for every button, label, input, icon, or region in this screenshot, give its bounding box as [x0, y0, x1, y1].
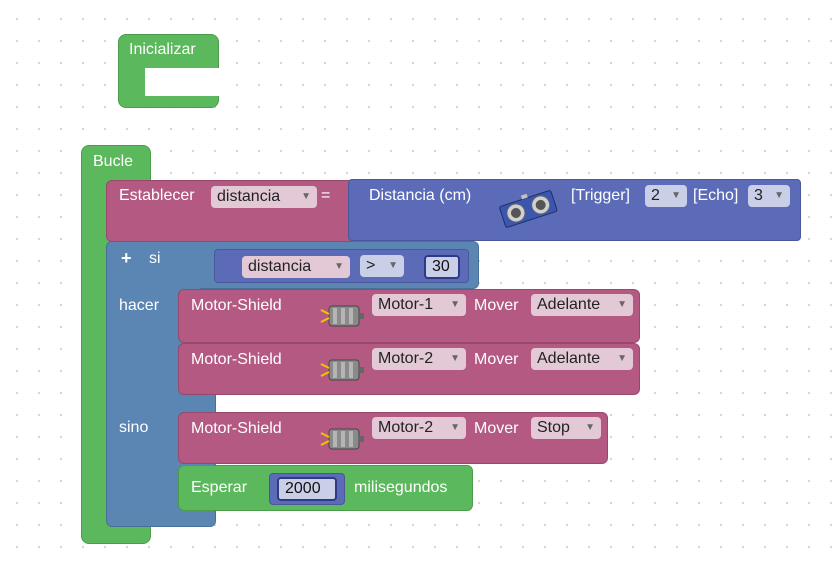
if-plus-icon[interactable]: + — [121, 248, 132, 268]
dropdown-arrow-icon: ▼ — [301, 191, 311, 202]
dc-motor-icon — [320, 305, 364, 327]
compare-variable-dropdown[interactable]: distancia ▼ — [242, 256, 350, 278]
move-label: Mover — [474, 297, 519, 314]
wait-unit-label: milisegundos — [354, 479, 448, 496]
if-si-label: si — [149, 250, 161, 267]
echo-pin-dropdown[interactable]: 3 ▼ — [748, 185, 790, 207]
dropdown-arrow-icon: ▼ — [617, 353, 627, 364]
distance-sensor-block[interactable]: Distancia (cm) [Trigger] 2 ▼ [Echo] 3 ▼ — [348, 179, 801, 241]
motor-block[interactable]: Motor-Shield Motor-2 ▼ Mover Stop ▼ — [178, 412, 608, 464]
compare-operator-text: > — [366, 257, 376, 274]
loop-label: Bucle — [93, 153, 134, 170]
move-label: Mover — [474, 351, 519, 368]
init-label: Inicializar — [129, 41, 196, 58]
echo-label: [Echo] — [693, 187, 739, 204]
motor-select-text: Motor-2 — [378, 419, 434, 436]
set-equals-label: = — [321, 187, 331, 204]
dropdown-arrow-icon: ▼ — [774, 190, 784, 201]
direction-text: Stop — [537, 419, 570, 436]
dropdown-arrow-icon: ▼ — [334, 261, 344, 272]
direction-dropdown[interactable]: Stop ▼ — [531, 417, 601, 439]
wait-value-socket: 2000 — [269, 473, 345, 505]
motor-block[interactable]: Motor-Shield Motor-2 ▼ Mover Adelante ▼ — [178, 343, 640, 395]
init-statement-slot[interactable] — [145, 68, 221, 96]
direction-text: Adelante — [537, 296, 601, 313]
if-sino-label: sino — [119, 419, 149, 436]
dropdown-arrow-icon: ▼ — [450, 353, 460, 364]
if-hacer-label: hacer — [119, 297, 160, 314]
motor-select-text: Motor-1 — [378, 296, 434, 313]
motor-shield-label: Motor-Shield — [191, 351, 282, 368]
trigger-pin-text: 2 — [651, 187, 660, 204]
dropdown-arrow-icon: ▼ — [585, 422, 595, 433]
compare-operator-dropdown[interactable]: > ▼ — [360, 255, 404, 277]
motor-shield-label: Motor-Shield — [191, 420, 282, 437]
motor-shield-label: Motor-Shield — [191, 297, 282, 314]
echo-pin-text: 3 — [754, 187, 763, 204]
wait-value-field[interactable]: 2000 — [277, 477, 337, 501]
direction-text: Adelante — [537, 350, 601, 367]
trigger-pin-dropdown[interactable]: 2 ▼ — [645, 185, 687, 207]
set-variable-text: distancia — [217, 188, 281, 205]
trigger-label: [Trigger] — [571, 187, 630, 204]
motor-block[interactable]: Motor-Shield Motor-1 ▼ Mover Adelante ▼ — [178, 289, 640, 343]
set-variable-block[interactable]: Establecer distancia ▼ = — [106, 180, 356, 242]
motor-select-text: Motor-2 — [378, 350, 434, 367]
wait-label: Esperar — [191, 479, 248, 496]
dropdown-arrow-icon: ▼ — [450, 422, 460, 433]
compare-block[interactable]: distancia ▼ > ▼ 30 — [214, 249, 469, 283]
dc-motor-icon — [320, 359, 364, 381]
ultrasonic-sensor-icon — [499, 190, 558, 228]
dc-motor-icon — [320, 428, 364, 450]
set-label: Establecer — [119, 187, 195, 204]
dropdown-arrow-icon: ▼ — [450, 299, 460, 310]
motor-select-dropdown[interactable]: Motor-2 ▼ — [372, 417, 466, 439]
direction-dropdown[interactable]: Adelante ▼ — [531, 348, 633, 370]
dropdown-arrow-icon: ▼ — [671, 190, 681, 201]
sensor-label: Distancia (cm) — [369, 187, 472, 204]
init-block[interactable]: Inicializar — [118, 34, 221, 108]
move-label: Mover — [474, 420, 519, 437]
compare-value-field[interactable]: 30 — [424, 255, 460, 279]
dropdown-arrow-icon: ▼ — [388, 260, 398, 271]
wait-block[interactable]: Esperar 2000 milisegundos — [178, 465, 473, 511]
motor-select-dropdown[interactable]: Motor-2 ▼ — [372, 348, 466, 370]
dropdown-arrow-icon: ▼ — [617, 299, 627, 310]
direction-dropdown[interactable]: Adelante ▼ — [531, 294, 633, 316]
compare-variable-text: distancia — [248, 258, 312, 275]
set-variable-dropdown[interactable]: distancia ▼ — [211, 186, 317, 208]
motor-select-dropdown[interactable]: Motor-1 ▼ — [372, 294, 466, 316]
